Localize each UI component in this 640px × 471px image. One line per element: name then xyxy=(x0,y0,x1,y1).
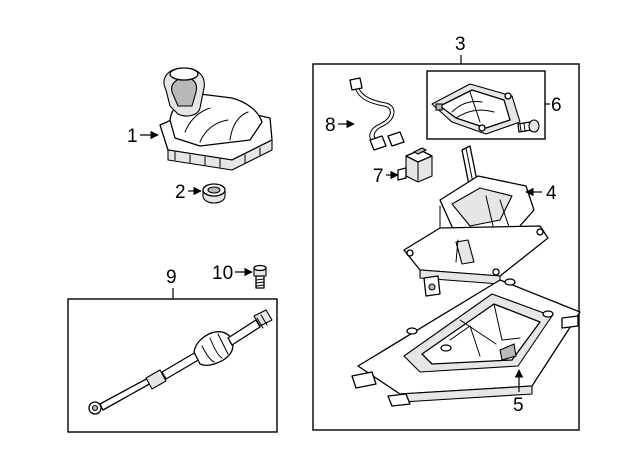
switch-sensor-part[interactable] xyxy=(397,147,433,183)
callout-2: 2 xyxy=(175,182,202,203)
base-housing-part[interactable] xyxy=(351,278,581,407)
callout-3-label: 3 xyxy=(455,34,466,55)
callout-8: 8 xyxy=(325,115,355,136)
wiring-harness-part[interactable] xyxy=(349,77,405,151)
callout-1-label: 1 xyxy=(127,126,138,147)
callout-3: 3 xyxy=(455,34,466,64)
shift-cable-part[interactable] xyxy=(88,309,273,415)
callout-1: 1 xyxy=(127,126,159,147)
ring-bushing-part[interactable] xyxy=(202,183,226,204)
callout-6: 6 xyxy=(545,95,562,116)
cover-subframe xyxy=(426,70,546,140)
callout-4-label: 4 xyxy=(546,183,557,204)
shift-knob-boot-part[interactable] xyxy=(159,67,273,171)
callout-4: 4 xyxy=(525,183,557,204)
callout-5-label: 5 xyxy=(513,395,524,416)
callout-7-label: 7 xyxy=(373,166,384,187)
callout-9: 9 xyxy=(166,267,177,299)
callout-10-label: 10 xyxy=(212,263,233,284)
callout-8-label: 8 xyxy=(325,115,336,136)
callout-6-label: 6 xyxy=(551,95,562,116)
shift-lever-housing-part[interactable] xyxy=(403,145,549,297)
callout-2-label: 2 xyxy=(175,182,186,203)
cover-part[interactable] xyxy=(431,83,540,135)
callout-7: 7 xyxy=(373,166,399,187)
callout-9-label: 9 xyxy=(166,267,177,288)
callout-5: 5 xyxy=(513,369,524,416)
shifter-assembly-frame xyxy=(312,63,580,431)
bolt-part[interactable] xyxy=(253,264,267,289)
callout-10: 10 xyxy=(212,263,253,284)
